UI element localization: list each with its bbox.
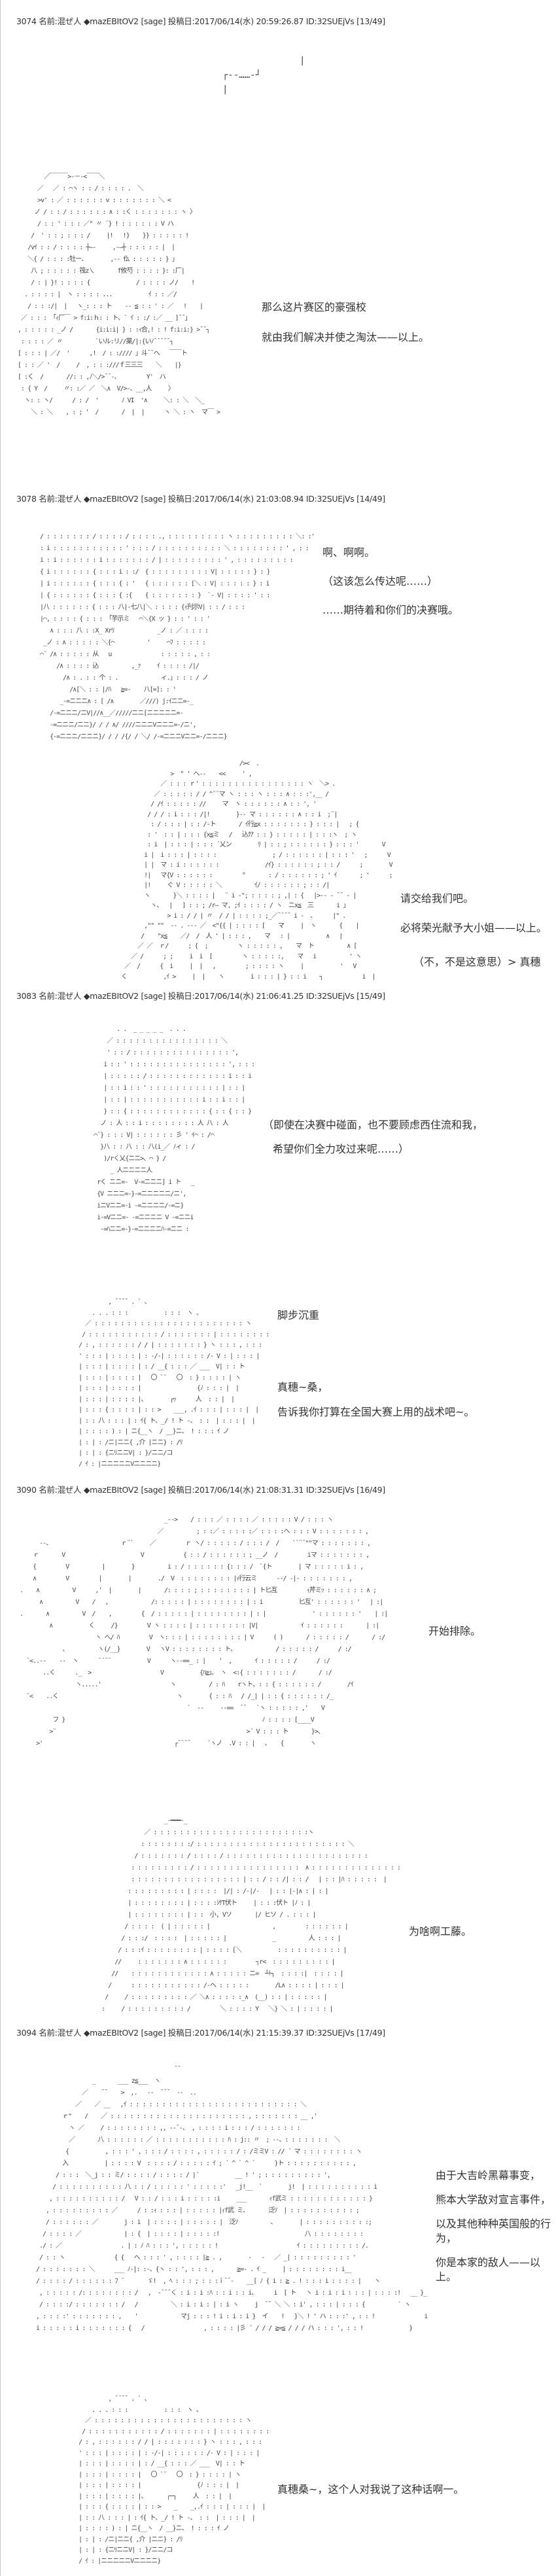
ascii-art-character: , ¯¯¯¯ . ` 、 . . . : : : : : : ヽ 、 ／ : :… — [78, 2395, 269, 2565]
dialogue-line: （不，不是这意思）> 真穗 — [413, 956, 541, 968]
ascii-art-character: _-━━━-_ ／ : : : : : : : : : : : : : : : … — [101, 1817, 401, 2013]
post-header: 3083 名前:混ぜ人 ◆mazEBItOV2 [sage] 投稿日:2017/… — [16, 991, 385, 1001]
dialogue-group: 脚步沉重 — [277, 1308, 552, 1323]
dialogue-line: （即使在决赛中碰面，也不要顾虑西住流和我， — [263, 1119, 483, 1131]
dialogue-group: 由于大吉岭黑幕事变， 熊本大学敌对宣言事件， 以及其他种种英国般的行为， 你是本… — [436, 2168, 552, 2284]
dialogue-line: 真穗~桑， — [277, 1381, 328, 1393]
dialogue-line: 脚步沉重 — [277, 1309, 320, 1321]
dialogue-line: 啊、啊啊。 — [322, 546, 375, 559]
post-header: 3074 名前:混ぜ人 ◆mazEBItOV2 [sage] 投稿日:2017/… — [16, 16, 385, 26]
dialogue-group: 开始排除。 — [428, 1624, 552, 1639]
left-border — [0, 0, 1, 2576]
dialogue-line: 开始排除。 — [428, 1625, 481, 1637]
ascii-art-character: . . _ _ _ _ _ . . . ／ : : : : : : : : : … — [94, 1026, 255, 1233]
post-header: 3090 名前:混ぜ人 ◆mazEBItOV2 [sage] 投稿日:2017/… — [16, 1485, 385, 1495]
ascii-art-character: / : : : : : : : / : : : : / : : : : ., :… — [40, 533, 315, 740]
dialogue-group: 请交给我们吧。 必将荣光献予大小姐——以上。 （不，不是这意思）> 真穗 — [400, 892, 552, 969]
post-header: 3094 名前:混ぜ人 ◆mazEBItOV2 [sage] 投稿日:2017/… — [16, 2028, 385, 2038]
dialogue-group: 为啥啊工藤。 — [409, 1924, 552, 1939]
dialogue-group: 那么这片赛区的豪强校 就由我们解决并使之淘汰——以上。 — [262, 300, 552, 345]
ascii-art-character: ¯¯ _ ___ z≦___ ヽ ／ ¯¯ > ,. -- ¯¯¯ -- .. … — [36, 2066, 428, 2332]
dialogue-line: 以及其他种种英国般的行为， — [436, 2218, 551, 2244]
dialogue-line: 由于大吉岭黑幕事变， — [436, 2169, 541, 2182]
dialogue-line: 你是本家的敌人——以上。 — [436, 2256, 541, 2283]
dialogue-line: 就由我们解决并使之淘汰——以上。 — [262, 331, 430, 343]
dialogue-line: 希望你们全力攻过来呢……） — [273, 1143, 409, 1155]
dialogue-group: 真穗桑~，这个人对我说了这种话啊一。 — [277, 2482, 552, 2497]
dialogue-group: （即使在决赛中碰面，也不要顾虑西住流和我， 希望你们全力攻过来呢……） — [263, 1118, 552, 1157]
dialogue-line: 必将荣光献予大小姐——以上。 — [400, 922, 547, 934]
dialogue-line: 熊本大学敌对宣言事件， — [436, 2193, 551, 2206]
post-header: 3078 名前:混ぜ人 ◆mazEBItOV2 [sage] 投稿日:2017/… — [16, 494, 385, 504]
dialogue-line: 请交给我们吧。 — [400, 892, 474, 905]
ascii-art-character: _--> / : : : ／ : : : : ／ : : : : : V / :… — [20, 1516, 388, 1747]
ascii-art-character: />< . > " ' へ-- << ' , ／ : : : ｒ' : : : … — [121, 760, 393, 981]
dialogue-line: 那么这片赛区的豪强校 — [262, 301, 367, 313]
dialogue-group: 真穗~桑， 告诉我你打算在全国大赛上用的战术吧~。 — [277, 1380, 552, 1419]
bracket-art: | ┌--……-┘ | — [222, 56, 305, 95]
ascii-art-character: , ¯¯¯¯ . ` 、 . . . : : : : : : ヽ 、 ／ : :… — [78, 1298, 269, 1468]
dialogue-line: 真穗桑~，这个人对我说了这种话啊一。 — [277, 2483, 464, 2496]
dialogue-line: ……期待着和你们的决赛哦。 — [322, 604, 459, 616]
dialogue-line: 告诉我你打算在全国大赛上用的战术吧~。 — [277, 1406, 475, 1418]
dialogue-line: 为啥啊工藤。 — [409, 1925, 472, 1938]
ascii-art-character: ／￣￣￣>-－-<￣￣＼ ／ ／ : ⌒ヽ : : / : : : : . ＼ … — [18, 173, 220, 416]
dialogue-group: 啊、啊啊。 （这该怎么传达呢……） ……期待着和你们的决赛哦。 — [322, 546, 552, 618]
dialogue-line: （这该怎么传达呢……） — [322, 575, 438, 587]
